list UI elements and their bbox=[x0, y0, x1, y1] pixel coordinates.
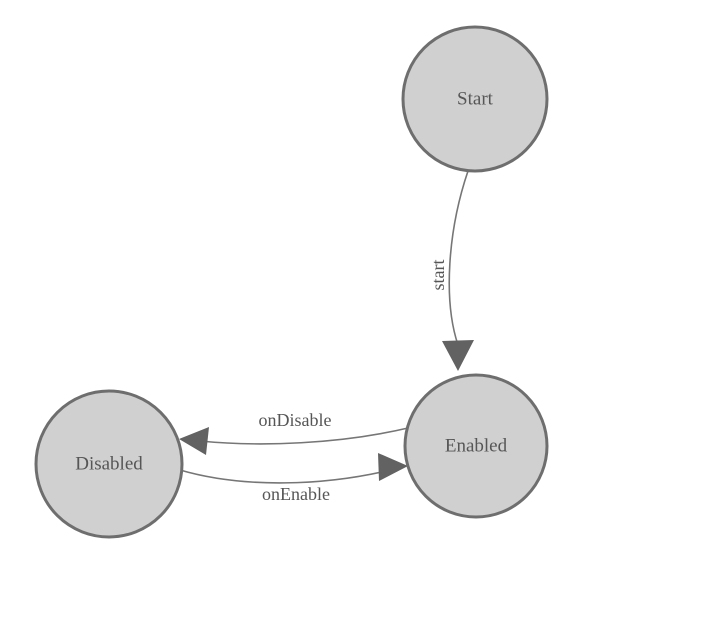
edge-line bbox=[448, 170, 469, 346]
edge-line bbox=[199, 427, 409, 445]
edge-label-ondisable: onDisable bbox=[259, 410, 332, 430]
node-disabled-shape[interactable] bbox=[34, 389, 184, 539]
edge-label-onenable: onEnable bbox=[262, 484, 330, 504]
node-start[interactable]: Start bbox=[401, 25, 549, 173]
node-enabled[interactable]: Enabled bbox=[403, 373, 549, 519]
edge-line bbox=[179, 469, 387, 484]
node-disabled-label: Disabled bbox=[75, 453, 143, 474]
arrowhead-icon bbox=[378, 453, 408, 481]
node-start-label: Start bbox=[457, 88, 494, 109]
edge-label-start: start bbox=[428, 260, 448, 291]
edge-enabled-to-disabled[interactable]: onDisable bbox=[179, 410, 409, 455]
arrowhead-icon bbox=[442, 340, 474, 371]
node-disabled[interactable]: Disabled bbox=[34, 389, 184, 539]
edge-disabled-to-enabled[interactable]: onEnable bbox=[179, 453, 408, 504]
node-enabled-label: Enabled bbox=[445, 435, 508, 456]
edge-start-to-enabled[interactable]: start bbox=[428, 170, 474, 371]
node-enabled-shape[interactable] bbox=[403, 373, 549, 519]
node-start-shape[interactable] bbox=[401, 25, 549, 173]
arrowhead-icon bbox=[179, 427, 209, 455]
